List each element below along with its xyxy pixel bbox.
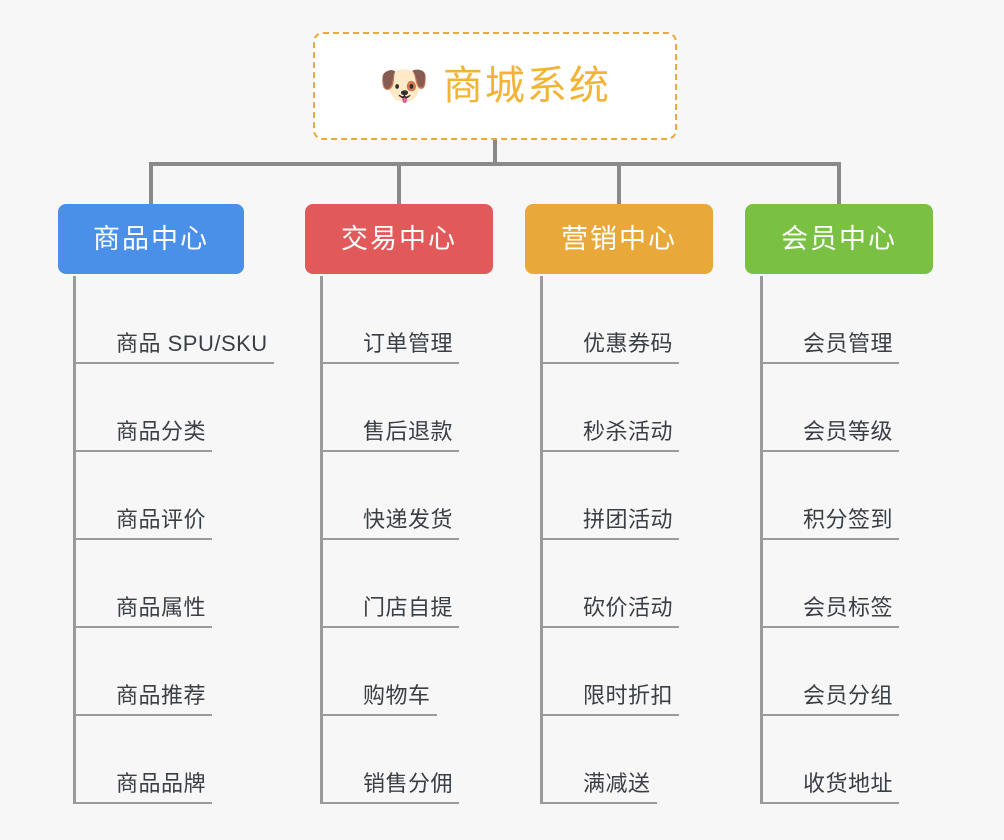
root-node[interactable]: 🐶 商城系统	[313, 32, 677, 140]
leaf-item-underline: 满减送	[543, 770, 657, 804]
leaf-item-label: 商品推荐	[116, 682, 207, 708]
leaf-item[interactable]: 销售分佣	[323, 716, 460, 804]
leaf-spine	[73, 276, 76, 804]
category-label: 交易中心	[341, 223, 457, 254]
leaf-item-underline: 商品推荐	[76, 682, 213, 716]
leaf-item-label: 快递发货	[363, 506, 454, 532]
leaf-item[interactable]: 收货地址	[763, 716, 900, 804]
connector-drop-product-center	[149, 162, 153, 204]
leaf-item-underline: 商品分类	[76, 418, 213, 452]
leaf-item[interactable]: 商品 SPU/SKU	[76, 276, 274, 364]
leaf-item-underline: 秒杀活动	[543, 418, 680, 452]
leaf-item[interactable]: 会员管理	[763, 276, 900, 364]
leaf-spine	[320, 276, 323, 804]
leaf-item-label: 满减送	[583, 770, 651, 796]
leaf-spine	[540, 276, 543, 804]
leaf-item-label: 销售分佣	[363, 770, 454, 796]
leaf-item-underline: 会员分组	[763, 682, 900, 716]
leaf-item-underline: 订单管理	[323, 330, 460, 364]
leaf-spine	[760, 276, 763, 804]
leaf-item[interactable]: 积分签到	[763, 452, 900, 540]
leaf-item-label: 限时折扣	[583, 682, 674, 708]
leaf-item[interactable]: 订单管理	[323, 276, 460, 364]
leaf-item[interactable]: 会员等级	[763, 364, 900, 452]
leaf-item[interactable]: 拼团活动	[543, 452, 680, 540]
leaf-item-underline: 商品评价	[76, 506, 213, 540]
category-box-marketing-center[interactable]: 营销中心	[525, 204, 713, 274]
connector-horizontal-bus	[149, 162, 841, 166]
leaf-item-label: 会员管理	[803, 330, 894, 356]
connector-drop-marketing-center	[617, 162, 621, 204]
leaf-item[interactable]: 优惠券码	[543, 276, 680, 364]
leaf-item-underline: 限时折扣	[543, 682, 680, 716]
category-label: 营销中心	[561, 223, 677, 254]
leaf-item-label: 商品品牌	[116, 770, 207, 796]
connector-root-stem	[493, 140, 497, 166]
leaf-item-label: 会员分组	[803, 682, 894, 708]
leaf-item[interactable]: 快递发货	[323, 452, 460, 540]
shiba-dog-emoji-icon: 🐶	[379, 64, 429, 108]
leaf-item-underline: 销售分佣	[323, 770, 460, 804]
leaf-item-label: 会员等级	[803, 418, 894, 444]
category-label: 商品中心	[93, 223, 209, 254]
leaf-item-underline: 会员等级	[763, 418, 900, 452]
leaf-item-underline: 购物车	[323, 682, 437, 716]
category-box-product-center[interactable]: 商品中心	[58, 204, 244, 274]
leaf-item-underline: 商品品牌	[76, 770, 213, 804]
leaf-item-underline: 商品 SPU/SKU	[76, 330, 274, 364]
leaf-item-label: 会员标签	[803, 594, 894, 620]
leaf-item-label: 订单管理	[363, 330, 454, 356]
leaf-item[interactable]: 秒杀活动	[543, 364, 680, 452]
leaf-item[interactable]: 会员标签	[763, 540, 900, 628]
leaf-item-label: 商品属性	[116, 594, 207, 620]
leaf-item-label: 积分签到	[803, 506, 894, 532]
leaf-item-label: 砍价活动	[583, 594, 674, 620]
category-label: 会员中心	[781, 223, 897, 254]
leaf-item-underline: 优惠券码	[543, 330, 680, 364]
leaf-item-underline: 砍价活动	[543, 594, 680, 628]
leaf-item[interactable]: 会员分组	[763, 628, 900, 716]
leaf-item-underline: 会员标签	[763, 594, 900, 628]
root-node-title: 商城系统	[442, 64, 611, 108]
leaf-item-underline: 拼团活动	[543, 506, 680, 540]
leaf-item-label: 门店自提	[363, 594, 454, 620]
connector-drop-member-center	[837, 162, 841, 204]
leaf-item[interactable]: 商品推荐	[76, 628, 213, 716]
leaf-item-label: 拼团活动	[583, 506, 674, 532]
leaf-item[interactable]: 商品属性	[76, 540, 213, 628]
leaf-item-label: 商品评价	[116, 506, 207, 532]
leaf-item[interactable]: 限时折扣	[543, 628, 680, 716]
leaf-item-label: 购物车	[363, 682, 431, 708]
leaf-item-underline: 商品属性	[76, 594, 213, 628]
leaf-item-underline: 快递发货	[323, 506, 460, 540]
leaf-item-label: 秒杀活动	[583, 418, 674, 444]
leaf-item-label: 商品 SPU/SKU	[116, 330, 268, 356]
leaf-item[interactable]: 砍价活动	[543, 540, 680, 628]
category-box-member-center[interactable]: 会员中心	[745, 204, 933, 274]
leaf-item[interactable]: 门店自提	[323, 540, 460, 628]
leaf-item-underline: 积分签到	[763, 506, 900, 540]
leaf-item-underline: 门店自提	[323, 594, 460, 628]
connector-drop-trade-center	[397, 162, 401, 204]
leaf-item-underline: 收货地址	[763, 770, 900, 804]
leaf-item[interactable]: 购物车	[323, 628, 437, 716]
leaf-item-label: 收货地址	[803, 770, 894, 796]
leaf-item[interactable]: 满减送	[543, 716, 657, 804]
category-box-trade-center[interactable]: 交易中心	[305, 204, 493, 274]
leaf-item-label: 优惠券码	[583, 330, 674, 356]
leaf-item-label: 商品分类	[116, 418, 207, 444]
leaf-item[interactable]: 商品评价	[76, 452, 213, 540]
leaf-item[interactable]: 售后退款	[323, 364, 460, 452]
leaf-item-underline: 售后退款	[323, 418, 460, 452]
leaf-item-underline: 会员管理	[763, 330, 900, 364]
leaf-item[interactable]: 商品品牌	[76, 716, 213, 804]
leaf-item-label: 售后退款	[363, 418, 454, 444]
leaf-item[interactable]: 商品分类	[76, 364, 213, 452]
